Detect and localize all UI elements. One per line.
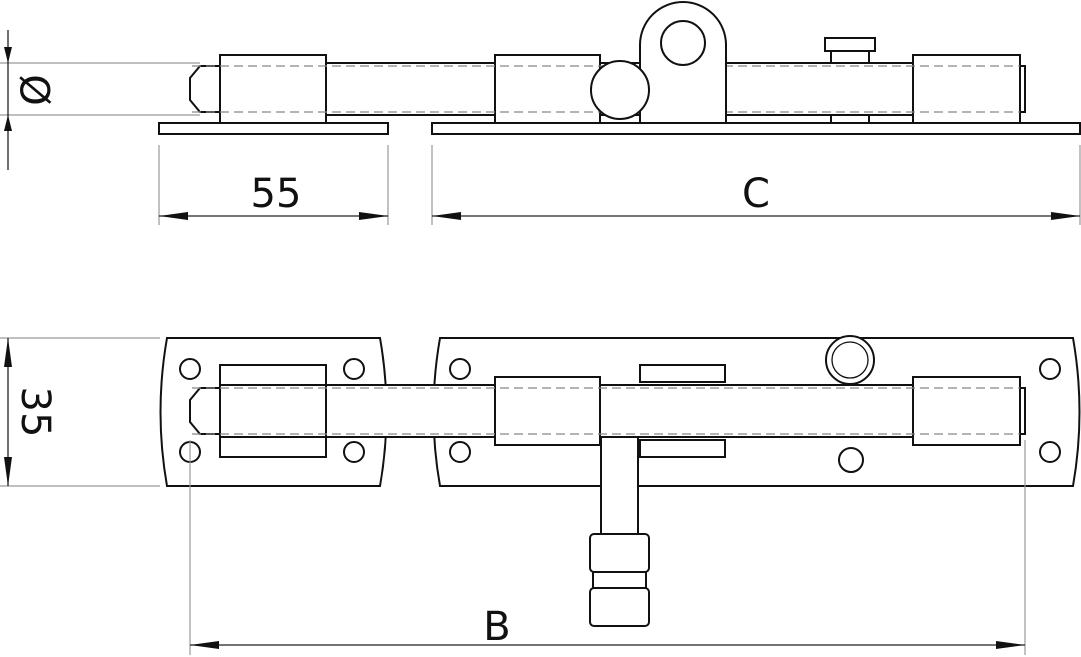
handle-knob [590, 60, 650, 120]
plate-length-dimension: 55 [158, 145, 389, 225]
pin-head [824, 37, 876, 52]
slot-top [639, 364, 726, 383]
keeper-base-plate [158, 122, 389, 135]
width-dimension: 35 [0, 337, 160, 487]
sleeve-middle [494, 54, 601, 124]
handle-stem [600, 436, 639, 535]
handle-grip-bottom [589, 587, 650, 627]
plan-view [159, 335, 1081, 627]
width-label: 35 [12, 387, 58, 438]
diameter-label: Ø [14, 74, 60, 105]
sleeve-end-plan [912, 376, 1021, 446]
bolt-plate-length-label: C [742, 171, 770, 217]
sleeve-middle-plan [494, 376, 601, 446]
plate-length-label: 55 [251, 171, 302, 217]
sleeve-end [912, 54, 1021, 124]
pin-ring [825, 335, 875, 385]
keeper-sleeve [219, 54, 327, 124]
slot-bottom [639, 439, 726, 458]
bolt-rod-plan [219, 384, 1021, 438]
rod-end [1019, 65, 1026, 113]
handle-grip-top [589, 533, 650, 573]
overall-length-dimension: B [189, 440, 1026, 655]
overall-length-label: B [483, 604, 510, 650]
side-view [158, 1, 1081, 135]
pin-stem [830, 50, 870, 64]
lug-hole [660, 20, 706, 66]
small-hole [838, 447, 864, 473]
handle-grip-neck [592, 571, 647, 589]
diameter-dimension: Ø [0, 30, 200, 170]
bolt-tip [189, 65, 221, 113]
bolt-base-plate [431, 122, 1081, 135]
bolt-plate-length-dimension: C [431, 145, 1081, 225]
